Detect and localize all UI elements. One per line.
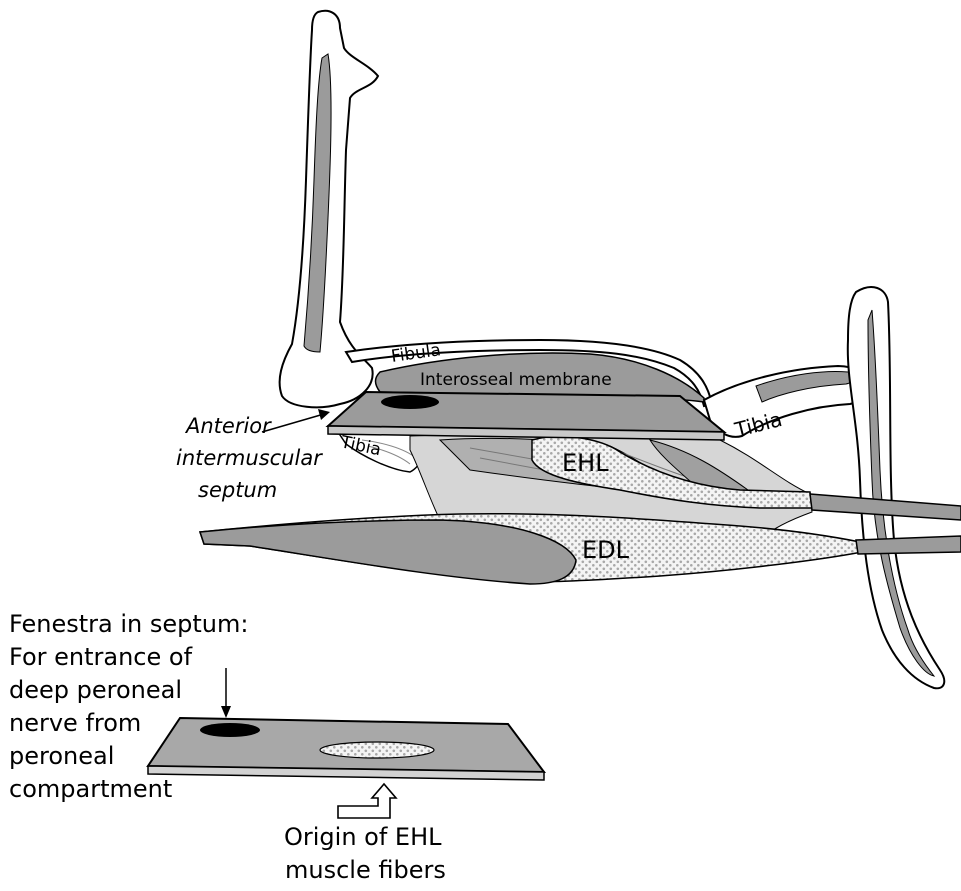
septum-pointer-arrow — [262, 409, 330, 432]
label-edl: EDL — [582, 536, 630, 564]
fenestra-pointer-arrow — [221, 668, 231, 718]
caption-fenestra-line-5: peroneal — [9, 742, 114, 770]
origin-pointer-arrow — [338, 784, 396, 818]
fenestra-hole-upper — [381, 395, 439, 409]
label-ehl: EHL — [562, 449, 609, 477]
label-intermuscular: intermuscular — [176, 446, 323, 470]
caption-origin-line-1: Origin of EHL — [284, 823, 442, 851]
label-septum: septum — [198, 478, 277, 502]
caption-fenestra-line-1: Fenestra in septum: — [9, 610, 248, 638]
caption-fenestra-line-6: compartment — [9, 775, 172, 803]
edl-tendon — [856, 536, 961, 554]
fenestra-hole-lower — [200, 723, 260, 737]
label-anterior: Anterior — [184, 414, 272, 438]
tibia-bone-vertical — [848, 287, 944, 688]
caption-fenestra-line-2: For entrance of — [9, 643, 193, 671]
label-interosseal-membrane: Interosseal membrane — [420, 370, 612, 390]
septum-plate-upper — [328, 392, 724, 440]
septum-plate-lower — [148, 718, 544, 780]
caption-origin-line-2: muscle fibers — [285, 856, 446, 884]
caption-fenestra-line-3: deep peroneal — [9, 676, 182, 704]
caption-fenestra-line-4: nerve from — [9, 709, 141, 737]
ehl-origin-area — [320, 742, 434, 758]
fibula-bone — [280, 11, 378, 407]
